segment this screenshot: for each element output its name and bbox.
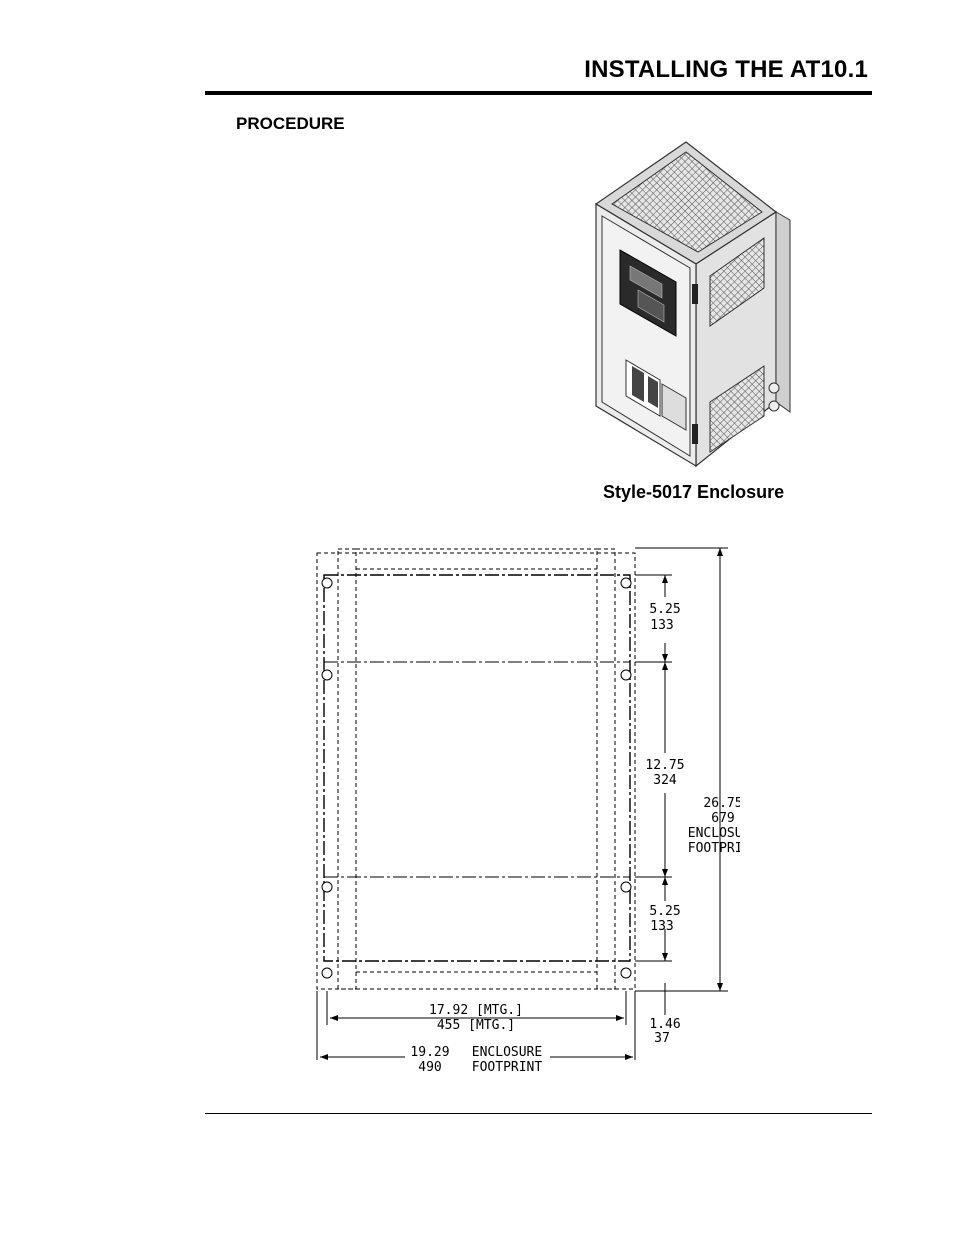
dim-mid-in: 12.75 [645,758,684,773]
dim-width-in: 19.29 [410,1045,449,1060]
footer-rule [205,1113,872,1114]
dim-mtg-in: 17.92 [MTG.] [429,1003,523,1018]
dim-total-label: ENCLOSURE [688,826,740,841]
right-flange [596,548,616,990]
dim-bot-mm: 133 [650,919,673,934]
dim-total-in: 26.75 [703,796,740,811]
dim-base-in: 1.46 [649,1017,680,1032]
mounting-hole [620,967,632,979]
mounting-hole [620,881,632,893]
mounting-hole [620,669,632,681]
dim-width-label: FOOTPRINT [472,1060,543,1075]
section-heading: PROCEDURE [236,114,345,133]
dim-base-mm: 37 [654,1031,670,1046]
dim-width-mm: 490 [418,1060,441,1075]
mounting-hole [321,881,333,893]
title-rule [205,91,872,95]
dim-bot-in: 5.25 [649,904,680,919]
page-title: INSTALLING THE AT10.1 [584,56,868,83]
mounting-frame [323,574,631,962]
dim-total-label: FOOTPRINT [688,841,740,856]
dim-top-mm: 133 [650,618,673,633]
mounting-hole [321,577,333,589]
mounting-hole [321,967,333,979]
left-flange [337,548,357,990]
footprint-outline [316,552,636,990]
dim-mtg-mm: 455 [MTG.] [437,1018,515,1033]
enclosure-illustration [594,141,791,468]
dim-top-in: 5.25 [649,602,680,617]
dim-total-mm: 679 [711,811,734,826]
mounting-hole [321,669,333,681]
mounting-dimension-drawing: 5.25 133 12.75 324 26.75 679 ENCLOSURE F… [316,547,740,1075]
mounting-hole [620,577,632,589]
figure-caption: Style-5017 Enclosure [603,482,785,502]
dim-mid-mm: 324 [653,773,677,788]
dim-width-label: ENCLOSURE [472,1045,542,1060]
